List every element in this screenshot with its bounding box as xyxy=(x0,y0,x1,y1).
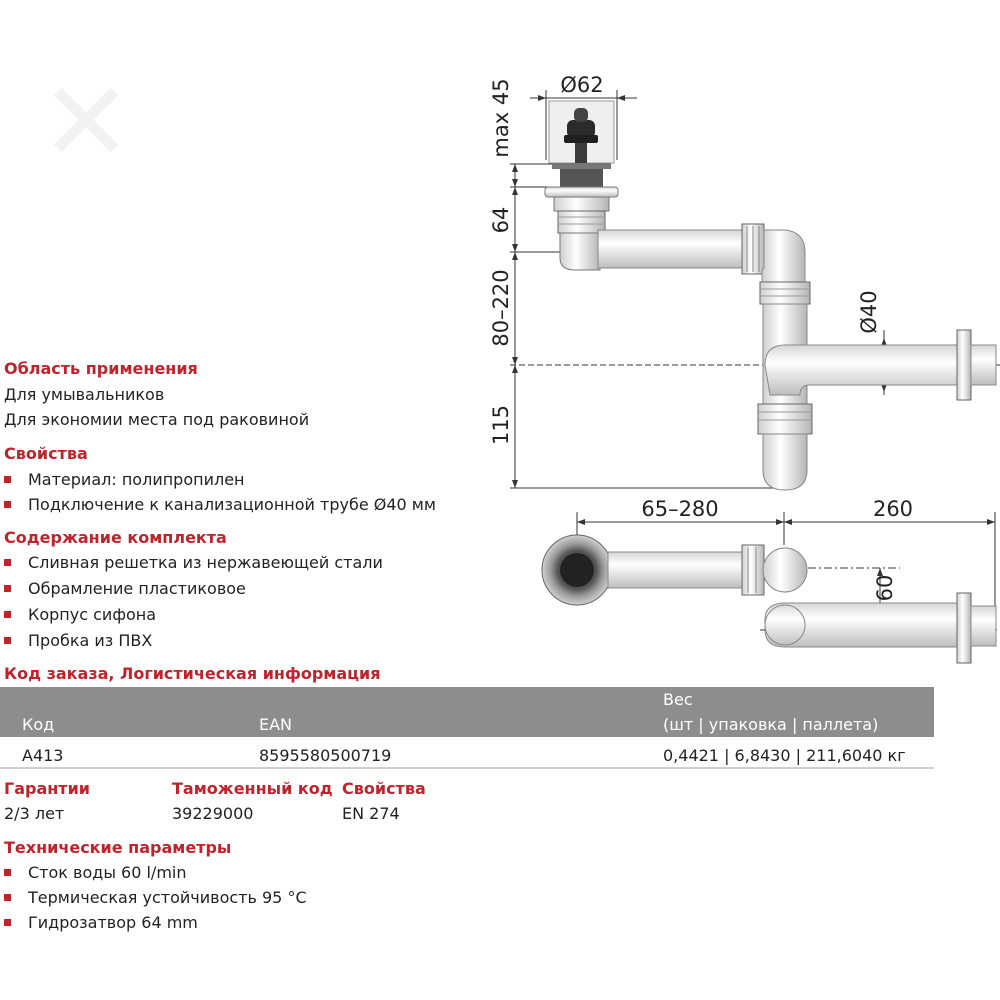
properties-item: Материал: полипропилен xyxy=(0,470,245,489)
tech-item: Термическая устойчивость 95 °C xyxy=(0,888,307,907)
kit-item: Корпус сифона xyxy=(0,605,156,624)
warranty-value: 2/3 лет xyxy=(4,804,65,823)
tech-item: Сток воды 60 l/min xyxy=(0,863,186,882)
application-heading: Область применения xyxy=(4,359,198,378)
tech-heading: Технические параметры xyxy=(4,838,232,857)
properties-heading: Свойства xyxy=(4,444,88,463)
cell-code: A413 xyxy=(22,746,64,765)
kit-item: Пробка из ПВХ xyxy=(0,631,152,650)
header-weight-units: (шт | упаковка | паллета) xyxy=(663,715,879,734)
table-divider xyxy=(0,767,934,769)
kit-heading: Содержание комплекта xyxy=(4,528,227,547)
dim-115: 115 xyxy=(489,405,513,445)
header-ean: EAN xyxy=(259,715,293,734)
dim-65-280: 65–280 xyxy=(641,497,718,521)
warranty-heading: Гарантии xyxy=(4,779,90,798)
standard-heading: Свойства xyxy=(342,779,426,798)
dim-max-45: max 45 xyxy=(489,78,513,157)
dim-diameter-62: Ø62 xyxy=(560,73,603,97)
customs-value: 39229000 xyxy=(172,804,254,823)
watermark: ✕ xyxy=(40,58,132,186)
properties-item: Подключение к канализационной трубе Ø40 … xyxy=(0,495,436,514)
tech-item: Гидрозатвор 64 mm xyxy=(0,913,198,932)
cell-weight: 0,4421 | 6,8430 | 211,6040 кг xyxy=(663,746,906,765)
cell-ean: 8595580500719 xyxy=(259,746,392,765)
kit-item: Обрамление пластиковое xyxy=(0,579,246,598)
kit-item: Сливная решетка из нержавеющей стали xyxy=(0,553,383,572)
application-line: Для умывальников xyxy=(4,385,165,404)
header-code: Код xyxy=(22,715,55,734)
order-table-header xyxy=(0,687,934,737)
dim-260: 260 xyxy=(873,497,913,521)
dim-60: 60 xyxy=(873,575,897,602)
customs-heading: Таможенный код xyxy=(172,779,333,798)
dim-diameter-40: Ø40 xyxy=(857,290,881,333)
order-heading: Код заказа, Логистическая информация xyxy=(4,664,381,683)
application-line: Для экономии места под раковиной xyxy=(4,410,310,429)
dim-80-220: 80–220 xyxy=(489,269,513,346)
header-weight: Вес xyxy=(663,690,693,709)
standard-value: EN 274 xyxy=(342,804,400,823)
dim-64: 64 xyxy=(489,207,513,234)
